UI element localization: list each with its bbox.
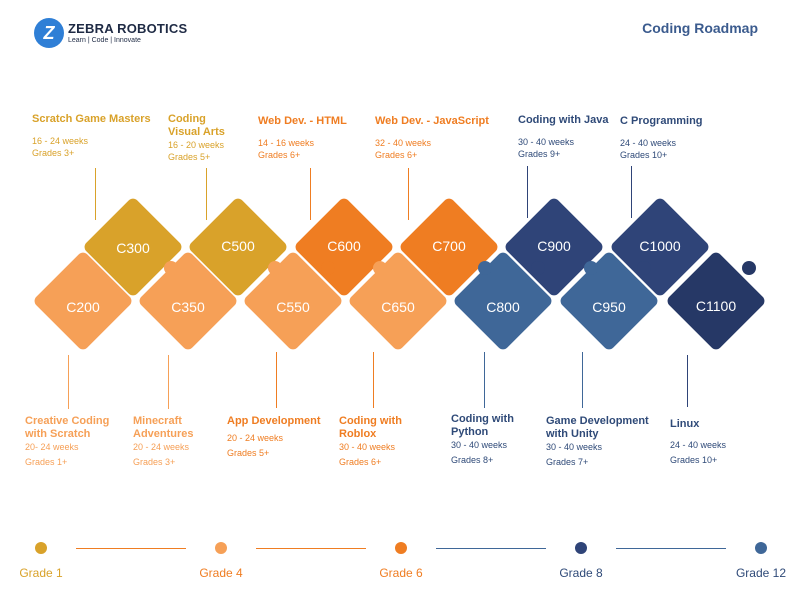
timeline-dot-grade-12 bbox=[755, 542, 767, 554]
connector-line bbox=[68, 355, 69, 409]
course-label-c550: App Development 20 - 24 weeks Grades 5+ bbox=[227, 415, 321, 458]
course-code-c900: C900 bbox=[537, 238, 571, 254]
timeline-dot-grade-4 bbox=[215, 542, 227, 554]
connector-line bbox=[687, 355, 688, 407]
puzzle-tab bbox=[164, 261, 178, 275]
timeline-line bbox=[76, 548, 186, 549]
course-label-c1000: C Programming 24 - 40 weeks Grades 10+ bbox=[620, 115, 703, 160]
course-code-c550: C550 bbox=[276, 299, 310, 315]
puzzle-tab bbox=[268, 261, 282, 275]
course-code-c950: C950 bbox=[592, 299, 626, 315]
connector-line bbox=[276, 352, 277, 408]
connector-line bbox=[527, 166, 528, 218]
course-label-c1100: Linux 24 - 40 weeks Grades 10+ bbox=[670, 418, 727, 465]
puzzle-tab bbox=[215, 261, 229, 275]
timeline-label-grade-4: Grade 4 bbox=[199, 566, 243, 580]
course-label-c650: Coding with Roblox 30 - 40 weeks Grades … bbox=[339, 415, 402, 467]
puzzle-tab bbox=[426, 261, 440, 275]
brand-logo: Z ZEBRA ROBOTICS Learn | Code | Innovate bbox=[34, 18, 187, 48]
course-code-c500: C500 bbox=[221, 238, 255, 254]
course-code-c300: C300 bbox=[116, 240, 150, 256]
connector-line bbox=[310, 168, 311, 220]
timeline-line bbox=[436, 548, 546, 549]
page-title: Coding Roadmap bbox=[642, 20, 758, 36]
connector-line bbox=[631, 166, 632, 218]
course-label-c700: Web Dev. - JavaScript 32 - 40 weeks Grad… bbox=[375, 115, 489, 160]
brand-tagline: Learn | Code | Innovate bbox=[68, 37, 141, 44]
connector-line bbox=[373, 352, 374, 408]
connector-line bbox=[206, 168, 207, 220]
course-label-c300: Scratch Game Masters 16 - 24 weeks Grade… bbox=[32, 113, 151, 158]
connector-line bbox=[484, 352, 485, 408]
puzzle-tab bbox=[110, 261, 124, 275]
puzzle-tab bbox=[478, 261, 492, 275]
course-code-c200: C200 bbox=[66, 299, 100, 315]
timeline-dot-grade-8 bbox=[575, 542, 587, 554]
puzzle-tab bbox=[637, 261, 651, 275]
timeline-label-grade-12: Grade 12 bbox=[735, 566, 787, 580]
timeline-label-grade-6: Grade 6 bbox=[379, 566, 423, 580]
course-label-c950: Game Development with Unity 30 - 40 week… bbox=[546, 415, 649, 467]
course-label-c900: Coding with Java 30 - 40 weeks Grades 9+ bbox=[518, 114, 609, 159]
course-code-c1000: C1000 bbox=[639, 238, 681, 254]
course-label-c600: Web Dev. - HTML 14 - 16 weeks Grades 6+ bbox=[258, 115, 347, 160]
course-code-c700: C700 bbox=[432, 238, 466, 254]
course-label-c200: Creative Coding with Scratch 20- 24 week… bbox=[25, 415, 110, 467]
course-code-c600: C600 bbox=[327, 238, 361, 254]
brand-name: ZEBRA ROBOTICS bbox=[68, 21, 188, 36]
timeline-line bbox=[616, 548, 726, 549]
timeline-label-grade-8: Grade 8 bbox=[559, 566, 603, 580]
course-label-c500: Coding Visual Arts 16 - 20 weeks Grades … bbox=[168, 113, 225, 162]
connector-line bbox=[95, 168, 96, 220]
zebra-logo-icon: Z bbox=[34, 18, 64, 48]
timeline-dot-grade-1 bbox=[35, 542, 47, 554]
connector-line bbox=[582, 352, 583, 408]
puzzle-tab bbox=[742, 261, 756, 275]
puzzle-tab bbox=[321, 261, 335, 275]
course-label-c800: Coding with Python 30 - 40 weeks Grades … bbox=[451, 413, 514, 465]
puzzle-tab bbox=[373, 261, 387, 275]
course-code-c350: C350 bbox=[171, 299, 205, 315]
puzzle-tab bbox=[531, 261, 545, 275]
course-label-c350: Minecraft Adventures 20 - 24 weeks Grade… bbox=[133, 415, 194, 467]
course-code-c1100: C1100 bbox=[695, 298, 737, 314]
timeline-dot-grade-6 bbox=[395, 542, 407, 554]
timeline-line bbox=[256, 548, 366, 549]
puzzle-tab bbox=[584, 261, 598, 275]
course-code-c800: C800 bbox=[486, 299, 520, 315]
connector-line bbox=[408, 168, 409, 220]
connector-line bbox=[168, 355, 169, 409]
timeline-label-grade-1: Grade 1 bbox=[19, 566, 63, 580]
course-code-c650: C650 bbox=[381, 299, 415, 315]
